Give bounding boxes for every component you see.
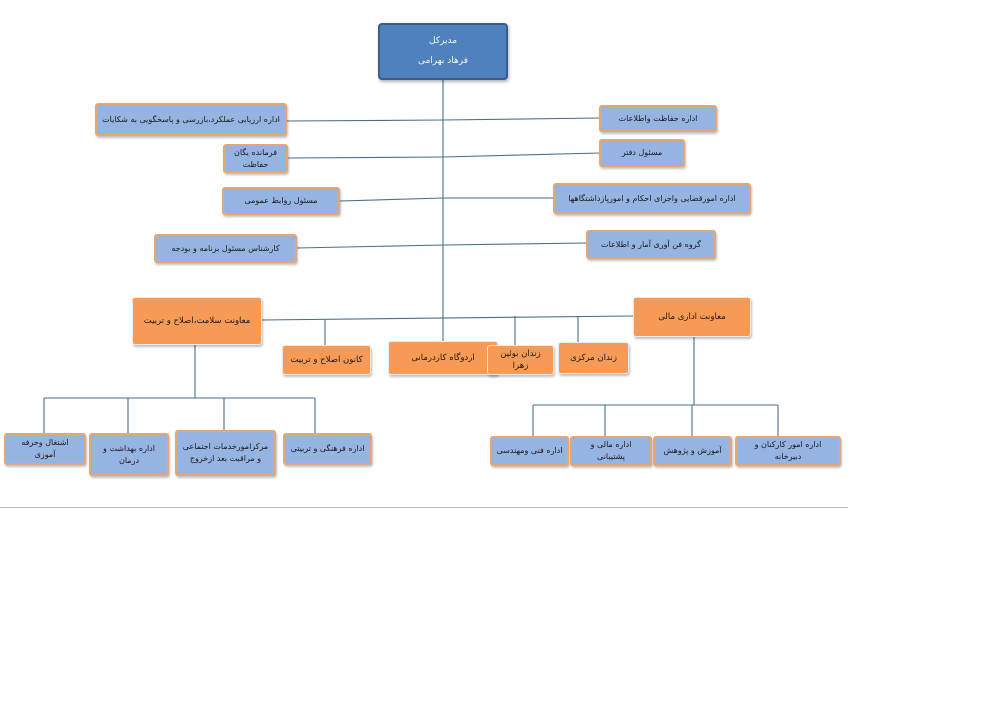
node-public-relations: مسئول روابط عمومی <box>222 187 340 215</box>
node-it-group: گروه فن آوری آمار و اطلاعات <box>586 230 716 259</box>
node-reform-center: کانون اصلاح و تربیت <box>282 345 371 375</box>
node-deputy-health: معاونت سلامت،اصلاح و تربیت <box>132 297 262 345</box>
node-judicial: اداره امورقضایی واجرای احکام و امورپازدا… <box>553 183 751 214</box>
connector-it-group <box>442 242 588 246</box>
node-finance: اداره مالی و پشتیبانی <box>570 436 652 466</box>
node-labor-camp: اردوگاه کاردرمانی <box>388 341 498 375</box>
node-director-general: مدیرکل فرهاد بهرامی <box>378 23 508 80</box>
node-training: آموزش و پژوهش <box>653 436 732 466</box>
node-technical: اداره فنی ومهندسی <box>490 436 569 466</box>
connector-public-relations <box>339 197 444 202</box>
connector-guard <box>287 156 444 159</box>
director-title: مدیرکل <box>428 36 458 47</box>
node-cultural: اداره فرهنگی و تربیتی <box>283 433 372 465</box>
node-central-prison: زندان مرکزی <box>558 342 629 374</box>
connector-office-head <box>442 152 601 158</box>
node-women-prison: زندان بوئین زهرا <box>487 345 554 375</box>
node-planning: کارشناس مسئول برنامه و بودجه <box>154 234 297 263</box>
node-social-services: مرکزامورخدمات اجتماعی و مراقبت بعد ازخرو… <box>175 430 276 476</box>
connector-maintenance <box>442 117 601 121</box>
node-vocational: اشتغال وحرفه آموزی <box>4 433 86 465</box>
connector-deputy-bar <box>261 315 635 321</box>
node-guard-commander: فرمانده یگان حفاظت <box>223 144 288 173</box>
connector-planning <box>296 244 444 249</box>
node-deputy-admin: معاونت اداری مالی <box>633 297 751 337</box>
connector-evaluation <box>286 119 444 122</box>
node-health-dept: اداره بهداشت و درمان <box>89 433 169 476</box>
director-name: فرهاد بهرامی <box>417 55 469 66</box>
node-staff-affairs: اداره امور کارکنان و دبیرخانه <box>735 436 841 466</box>
node-office-head: مسئول دفتر <box>599 139 685 167</box>
node-evaluation: اداره ارزیابی عملکرد،بازرسی و پاسخگویی ب… <box>95 103 287 136</box>
node-maintenance: اداره حفاظت واطلاعات <box>599 105 717 132</box>
page-separator <box>0 507 848 508</box>
